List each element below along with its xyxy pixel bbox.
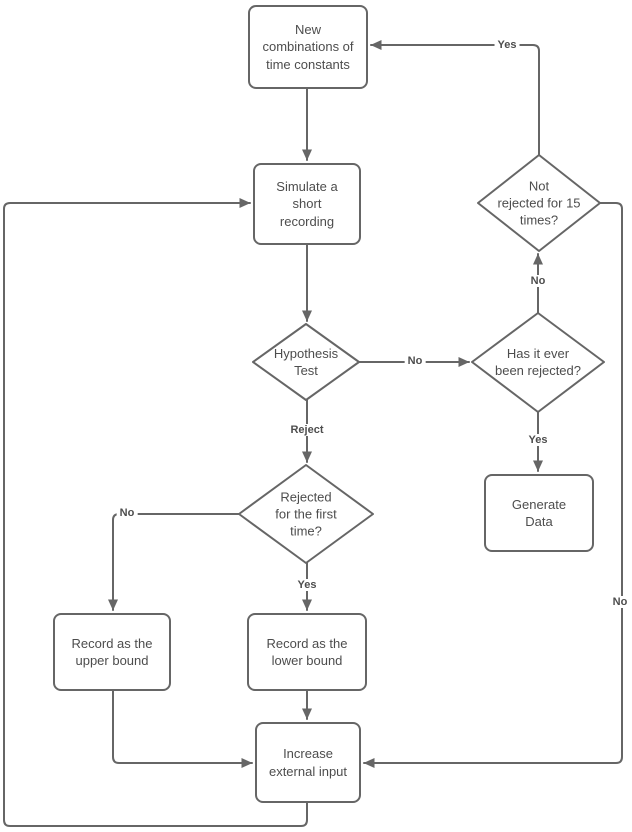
edge-label-hypothesis-reject: Reject (287, 424, 327, 436)
decision-not-rejected-15-shape (477, 154, 601, 252)
node-record-lower-bound: Record as the lower bound (247, 613, 367, 691)
node-simulate-label: Simulate a short recording (276, 179, 338, 229)
node-record-upper-label: Record as the upper bound (71, 635, 153, 668)
decision-rejected-first-shape (238, 464, 374, 564)
edge-increase-to-simulate (3, 198, 308, 827)
edge-rejected-first-to-record-upper (108, 513, 240, 611)
edge-label-ever-rejected-yes: Yes (525, 434, 551, 446)
node-record-upper-bound: Record as the upper bound (53, 613, 171, 691)
node-generate-data-label: Generate Data (511, 496, 567, 529)
edge-label-ever-rejected-no: No (527, 275, 549, 287)
node-increase-external-input: Increase external input (255, 722, 361, 803)
node-new-combinations: New combinations of time constants (248, 5, 368, 89)
node-generate-data: Generate Data (484, 474, 594, 552)
decision-ever-rejected-label: Has it ever been rejected? (494, 345, 581, 378)
decision-not-rejected-15-label: Not rejected for 15 times? (497, 178, 581, 228)
decision-ever-rejected-shape (471, 312, 605, 413)
decision-hypothesis-test-label: Hypothesis Test (273, 345, 339, 378)
edge-not-rejected-to-new (370, 40, 540, 156)
edge-label-rejected-first-yes: Yes (294, 579, 320, 591)
node-simulate-short-recording: Simulate a short recording (253, 163, 361, 245)
decision-rejected-first-label: Rejected for the first time? (275, 489, 337, 539)
edge-label-not-rejected-yes: Yes (494, 39, 520, 51)
edge-record-upper-to-increase (112, 690, 253, 768)
edge-not-rejected-to-increase (363, 202, 623, 768)
node-increase-input-label: Increase external input (268, 746, 348, 779)
edge-label-hypothesis-no: No (404, 355, 426, 367)
node-new-combinations-label: New combinations of time constants (262, 22, 354, 72)
edge-label-not-rejected-no: No (609, 596, 631, 608)
edge-label-rejected-first-no: No (116, 507, 138, 519)
node-record-lower-label: Record as the lower bound (266, 635, 348, 668)
decision-hypothesis-test-shape (252, 323, 360, 401)
